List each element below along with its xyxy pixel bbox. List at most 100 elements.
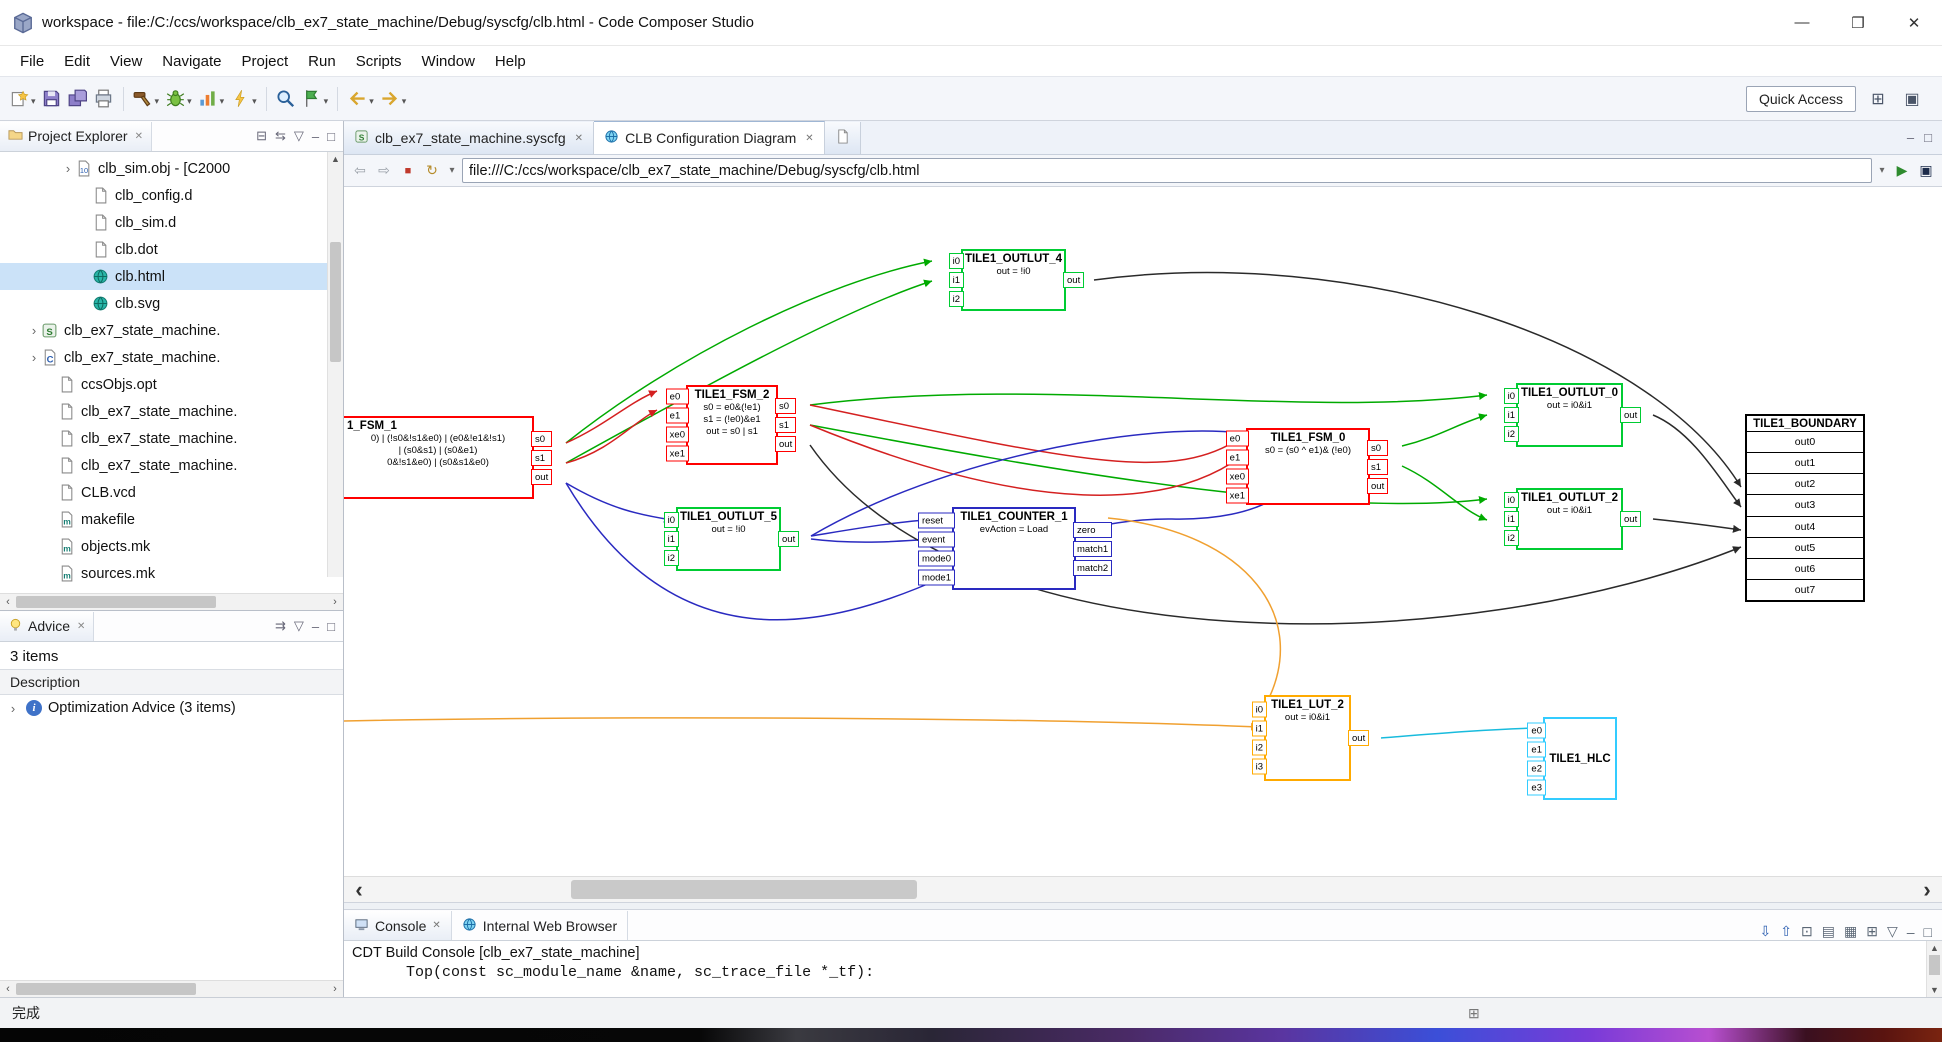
tree-item-ccsobjs-opt[interactable]: ccsObjs.opt [0, 371, 343, 398]
build-icon[interactable] [131, 87, 155, 111]
tree-item-clb-dot[interactable]: clb.dot [0, 236, 343, 263]
new-wizard-icon[interactable] [7, 87, 31, 111]
open-console-icon[interactable]: ⊞ [1866, 923, 1878, 939]
diagram-horizontal-scrollbar[interactable]: ‹ › [344, 876, 1942, 902]
dropdown-arrow-icon[interactable]: ▾ [31, 96, 36, 106]
scrollbar-thumb[interactable] [1929, 955, 1940, 975]
forward-icon[interactable]: ⇨ [378, 162, 390, 178]
url-dropdown-icon[interactable]: ▾ [1879, 165, 1885, 176]
next-annotation-icon[interactable]: ⇩ [1759, 923, 1772, 939]
minimize-icon[interactable]: – [1906, 923, 1915, 940]
view-menu-icon[interactable]: ▽ [1886, 923, 1898, 939]
expander-icon[interactable]: › [10, 700, 16, 716]
maximize-icon[interactable]: □ [327, 128, 335, 144]
menu-project[interactable]: Project [241, 52, 289, 70]
tree-item-clb-vcd[interactable]: CLB.vcd [0, 479, 343, 506]
dropdown-arrow-icon[interactable]: ▾ [401, 96, 407, 106]
dropdown-arrow-icon[interactable]: ▾ [252, 96, 257, 106]
dropdown-arrow-icon[interactable]: ▾ [369, 96, 374, 106]
view-menu-icon[interactable]: ▽ [293, 618, 304, 633]
close-tab-icon[interactable]: ✕ [432, 920, 441, 931]
scrollbar-thumb[interactable] [16, 596, 216, 608]
scroll-up-icon[interactable]: ▲ [331, 154, 340, 164]
close-button[interactable]: ✕ [1907, 14, 1921, 32]
menu-navigate[interactable]: Navigate [162, 52, 222, 70]
scroll-left-icon[interactable]: ‹ [355, 876, 363, 902]
expander-icon[interactable]: › [31, 323, 37, 338]
minimize-button[interactable]: — [1794, 14, 1810, 31]
menu-file[interactable]: File [20, 52, 45, 70]
scroll-lock-icon[interactable]: ▦ [1843, 923, 1858, 939]
maximize-icon[interactable]: □ [327, 618, 335, 634]
console-tab-1[interactable]: Internal Web Browser [452, 911, 629, 940]
scroll-right-icon[interactable]: › [1923, 876, 1931, 902]
tree-item-clb-ex7-state-machine-[interactable]: clb_ex7_state_machine. [0, 452, 343, 479]
editor-tab-1[interactable]: CLB Configuration Diagram✕ [594, 121, 825, 154]
maximize-button[interactable]: ❒ [1851, 14, 1865, 32]
open-perspective-icon[interactable]: ⊞ [1871, 90, 1885, 108]
advice-tab[interactable]: Advice ✕ [0, 611, 95, 641]
tree-item-clb-sim-d[interactable]: clb_sim.d [0, 209, 343, 236]
url-input[interactable] [462, 158, 1872, 183]
show-console-icon[interactable]: ⊡ [1801, 923, 1813, 939]
scrollbar-thumb[interactable] [16, 983, 196, 995]
sash[interactable] [344, 902, 1942, 910]
dropdown-arrow-icon[interactable]: ▾ [154, 96, 160, 106]
menu-run[interactable]: Run [308, 52, 336, 70]
search-icon[interactable] [274, 87, 298, 111]
dropdown-arrow-icon[interactable]: ▾ [323, 96, 329, 106]
dropdown-arrow-icon[interactable]: ▾ [187, 96, 192, 106]
editor-tab-2[interactable] [824, 122, 861, 154]
forward-icon[interactable] [378, 87, 402, 111]
save-all-icon[interactable] [66, 87, 90, 111]
menu-scripts[interactable]: Scripts [355, 52, 402, 70]
close-tab-icon[interactable]: ✕ [574, 132, 584, 144]
go-icon[interactable]: ▶ [1896, 162, 1908, 178]
flash-icon[interactable] [228, 87, 252, 111]
link-editor-icon[interactable]: ⇆ [275, 128, 286, 143]
expander-icon[interactable]: › [65, 161, 71, 176]
console-tab-0[interactable]: Console✕ [344, 911, 452, 940]
view-menu-icon[interactable]: ▽ [293, 128, 304, 143]
internal-browser-icon[interactable]: ▣ [1919, 162, 1933, 178]
stop-icon[interactable]: ■ [404, 164, 412, 177]
explorer-vertical-scrollbar[interactable]: ▲ [327, 152, 343, 577]
advice-horizontal-scrollbar[interactable]: ‹ › [0, 980, 343, 997]
clear-console-icon[interactable]: ▤ [1821, 923, 1835, 939]
save-icon[interactable] [40, 87, 64, 111]
minimize-icon[interactable]: – [1906, 130, 1915, 145]
scroll-right-icon[interactable]: › [333, 983, 337, 995]
console-vertical-scrollbar[interactable]: ▲ ▼ [1926, 941, 1942, 997]
ccs-perspective-icon[interactable]: ▣ [1904, 90, 1920, 108]
progress-icon[interactable]: ⊞ [1468, 1004, 1480, 1021]
maximize-icon[interactable]: □ [1923, 923, 1932, 940]
scroll-up-icon[interactable]: ▲ [1930, 943, 1939, 953]
back-icon[interactable] [345, 87, 369, 111]
close-tab-icon[interactable]: ✕ [805, 132, 814, 144]
previous-annotation-icon[interactable]: ⇧ [1780, 923, 1793, 939]
explorer-horizontal-scrollbar[interactable]: ‹ › [0, 593, 343, 610]
advice-row[interactable]: › i Optimization Advice (3 items) [0, 695, 343, 721]
scrollbar-thumb[interactable] [330, 242, 341, 362]
debug-icon[interactable] [163, 87, 187, 111]
close-view-icon[interactable]: ✕ [77, 620, 86, 632]
menu-edit[interactable]: Edit [64, 52, 91, 70]
scroll-left-icon[interactable]: ‹ [6, 983, 10, 995]
